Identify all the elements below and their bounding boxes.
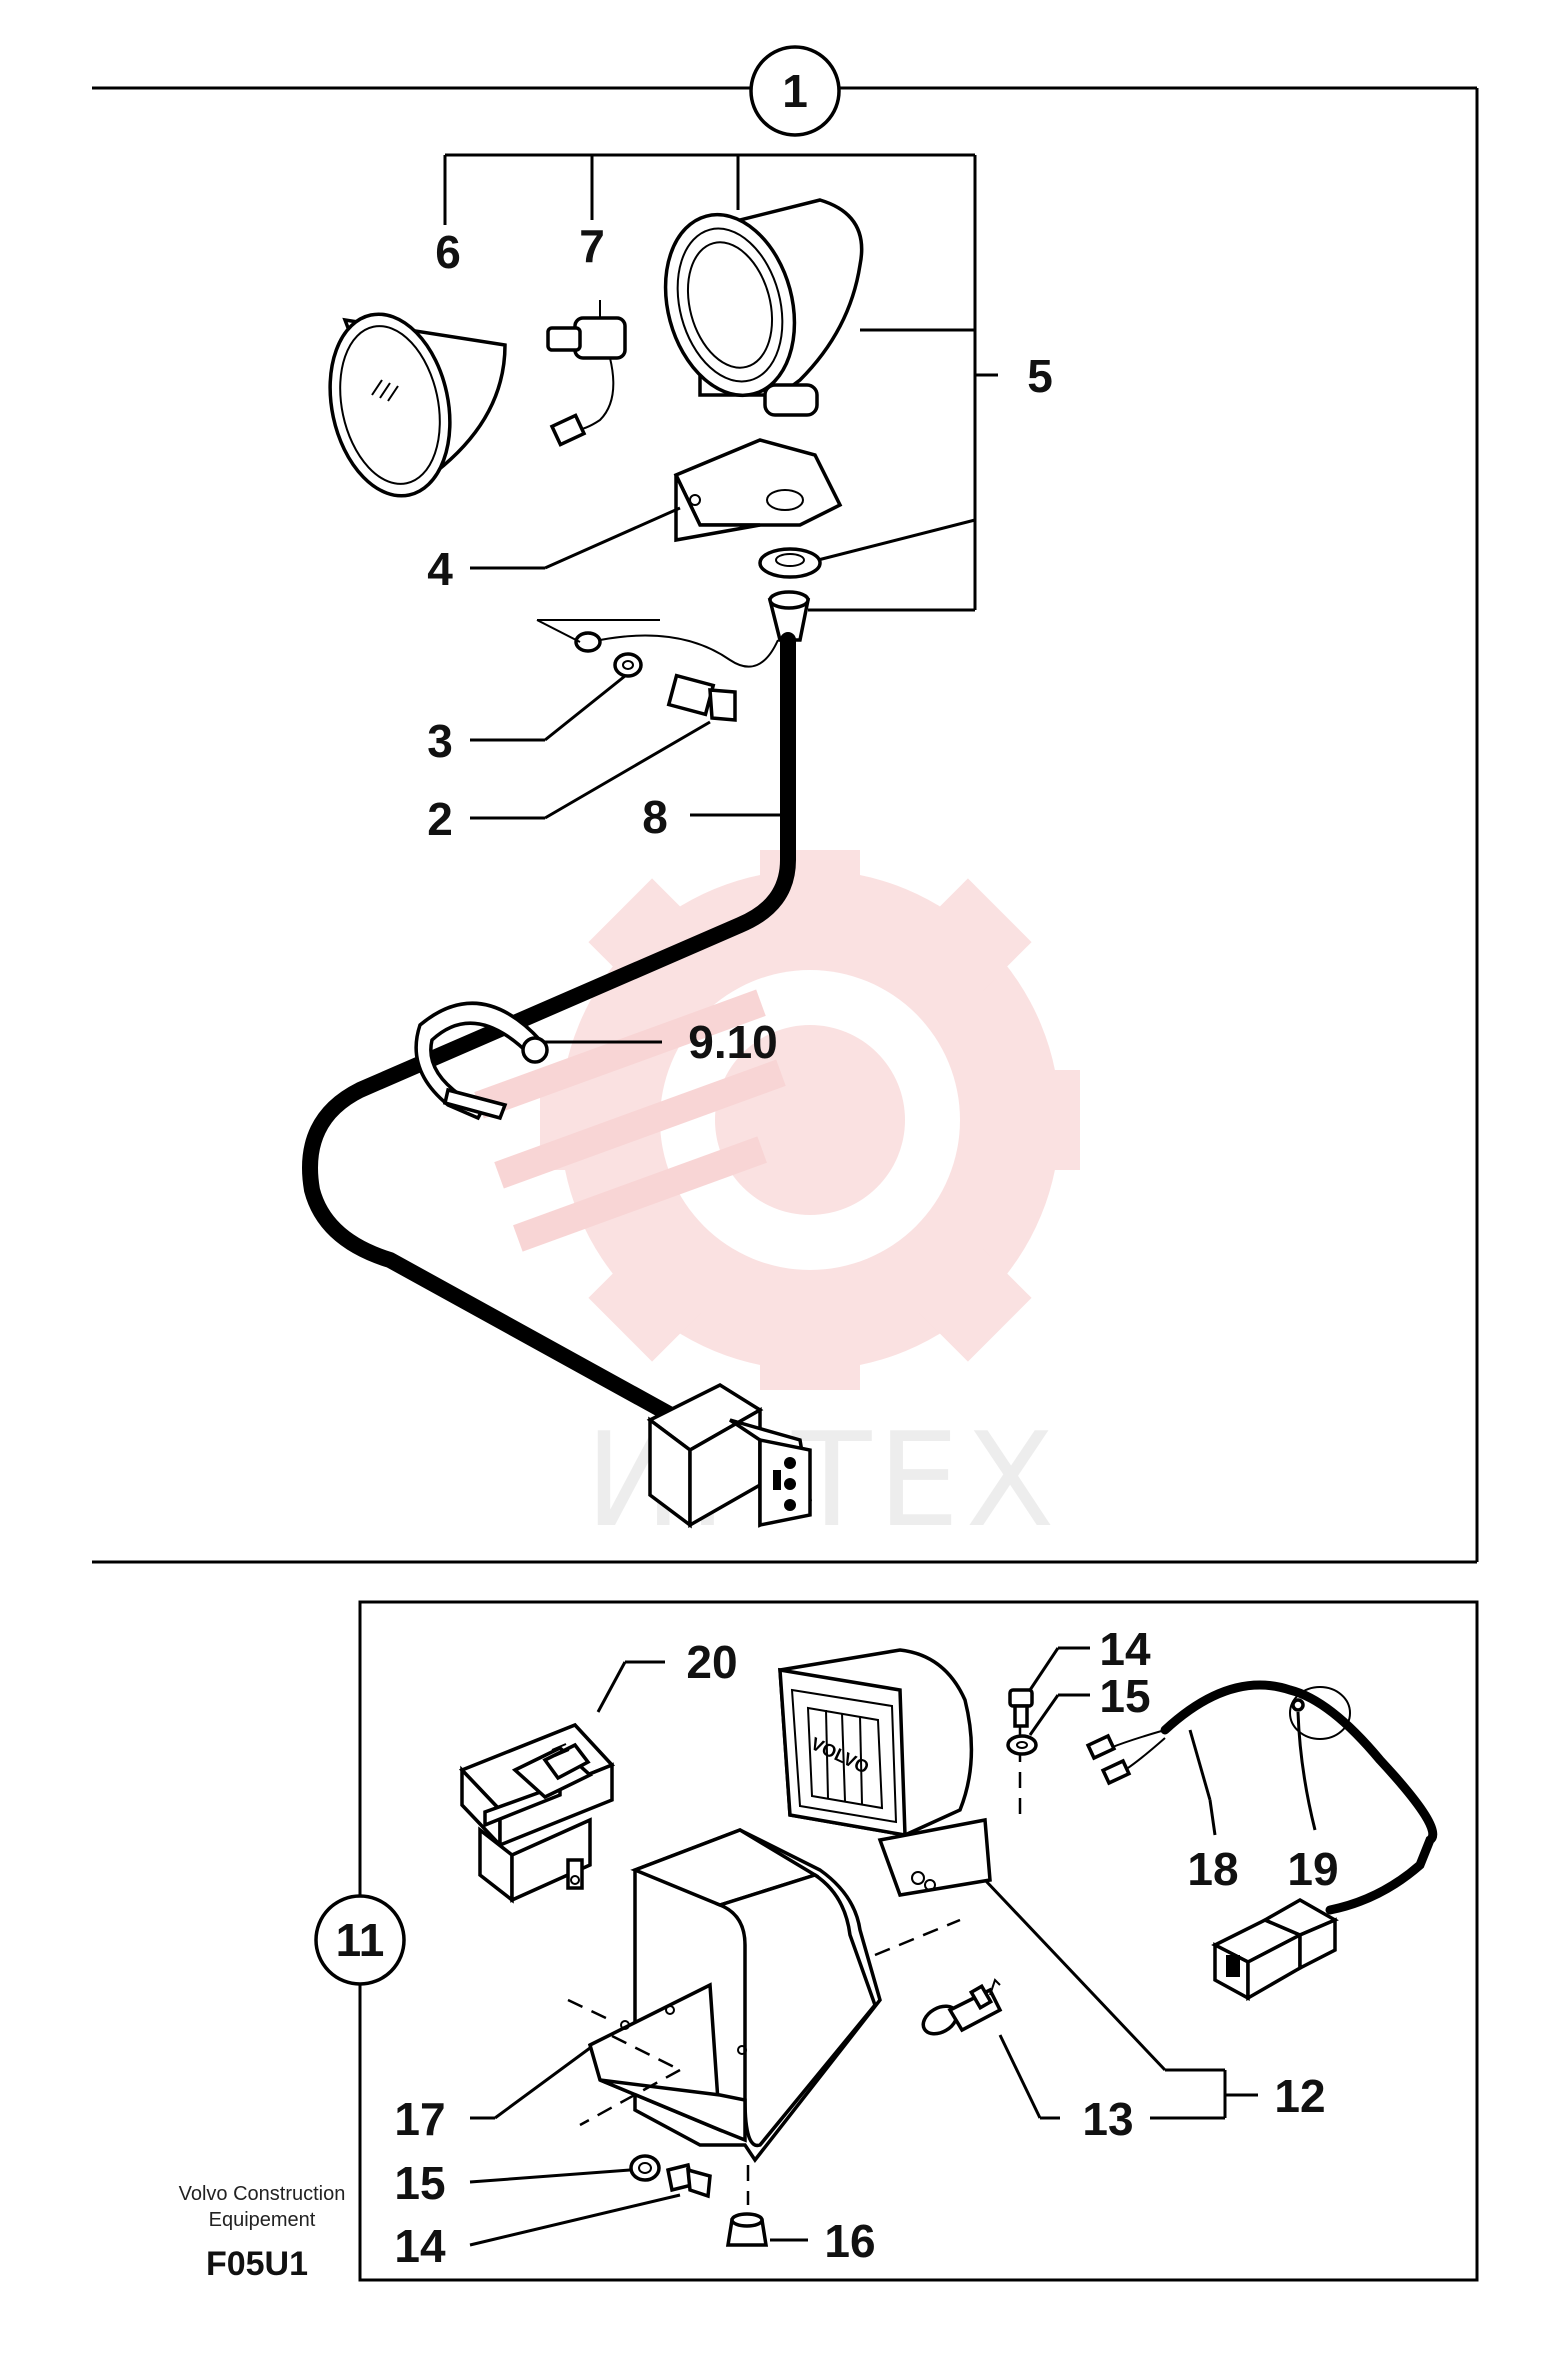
callout-5: 5 <box>1027 350 1053 402</box>
bolt <box>666 673 737 722</box>
bracket-washer <box>629 2154 661 2182</box>
bulb <box>546 300 627 447</box>
bracket-bolt <box>665 2162 712 2199</box>
callout-6: 6 <box>435 226 461 278</box>
callout-17: 17 <box>394 2093 445 2145</box>
callout-16: 16 <box>824 2215 875 2267</box>
harness-plug <box>1211 1897 1339 2002</box>
lamp-nut <box>758 547 822 579</box>
callout-14-top: 14 <box>1099 1623 1151 1675</box>
callout-7: 7 <box>579 220 605 272</box>
callout-12: 12 <box>1274 2070 1325 2122</box>
callout-3: 3 <box>427 715 453 767</box>
kit-1-frame: 1 <box>92 45 1479 1564</box>
callout-9-10: 9.10 <box>688 1016 778 1068</box>
callout-13: 13 <box>1082 2093 1133 2145</box>
lamp-bracket-cover <box>587 1828 882 2163</box>
callout-15-bottom: 15 <box>394 2157 445 2209</box>
callout-2: 2 <box>427 793 453 845</box>
callout-20: 20 <box>686 1636 737 1688</box>
lamp-bolt <box>1008 1688 1034 1728</box>
callout-15-top: 15 <box>1099 1670 1150 1722</box>
footer-code: F05U1 <box>206 2245 308 2283</box>
harness-connector <box>646 1382 812 1529</box>
callout-8: 8 <box>642 791 668 843</box>
lamp-wiring-harness <box>1085 1680 1438 1915</box>
callout-11: 11 <box>336 1914 385 1966</box>
callout-19: 19 <box>1287 1843 1338 1895</box>
cable-harness <box>302 632 796 1428</box>
cable-tie <box>414 1001 549 1121</box>
protective-cap <box>1289 1686 1351 1740</box>
lamp-washer <box>1006 1734 1038 1756</box>
work-lamp <box>663 198 864 417</box>
square-work-lamp: VOLVO <box>778 1648 992 1897</box>
footer-maker-line2: Equipement <box>209 2209 316 2231</box>
cable-grommet <box>767 590 811 642</box>
washer <box>613 652 643 678</box>
callout-circle-1 <box>749 45 841 137</box>
callout-1: 1 <box>782 65 808 117</box>
lamp-bulb <box>921 1978 1003 2036</box>
footer-maker-line1: Volvo Construction <box>179 2183 346 2205</box>
assembly-dash-lines <box>567 1720 1022 2205</box>
callout-14-bottom: 14 <box>394 2220 446 2272</box>
sealed-beam-insert <box>328 312 507 498</box>
rocker-switch <box>458 1722 616 1904</box>
callout-4: 4 <box>427 543 453 595</box>
kit-1-bracket <box>443 153 998 612</box>
callout-circle-11 <box>314 1894 406 1986</box>
callout-18: 18 <box>1187 1843 1238 1895</box>
bracket-nut <box>725 2212 769 2247</box>
mounting-bracket <box>673 438 843 543</box>
